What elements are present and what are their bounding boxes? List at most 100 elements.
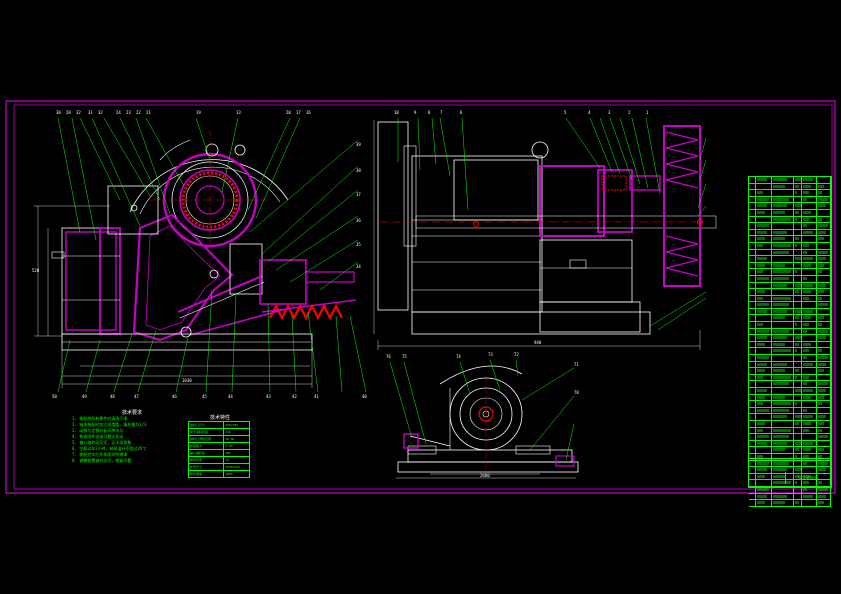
bom-entry: [803, 191, 810, 195]
bom-entry: [817, 421, 824, 425]
bom-entry: [803, 415, 814, 419]
bom-entry: [803, 263, 812, 267]
bom-row: [749, 209, 831, 217]
callout-top-right-1: 9: [414, 110, 417, 115]
bom-entry: [803, 474, 812, 478]
bom-entry: [756, 441, 767, 445]
bom-entry: [772, 276, 789, 280]
callout-bottom-9: 41: [314, 394, 319, 399]
bom-entry: [772, 336, 787, 340]
bom-cell: [794, 401, 803, 407]
callout-bottom-0: 50: [52, 394, 57, 399]
bom-row: [749, 256, 831, 263]
bom-row: [749, 308, 831, 316]
bom-cell: [802, 420, 817, 427]
bom-cell: [794, 289, 803, 295]
bom-cell: [794, 453, 803, 460]
bom-cell: [749, 460, 756, 467]
table-cell: 250×400: [223, 421, 250, 429]
bom-cell: [817, 381, 831, 387]
bom-cell: [772, 190, 794, 196]
bom-cell: [794, 460, 803, 467]
bom-entry: [817, 263, 824, 267]
bom-cell: [772, 361, 794, 368]
bom-cell: [756, 480, 772, 486]
bom-row: [749, 440, 831, 448]
bom-entry: [756, 474, 765, 478]
bom-row: [749, 341, 831, 349]
bom-cell: [749, 203, 756, 209]
note-line: 6. 空载试车2小时，轴承温升不超过35℃: [72, 446, 147, 451]
bom-cell: [756, 328, 772, 335]
bom-cell: [794, 434, 803, 440]
bom-cell: [802, 361, 817, 368]
bom-entry: [756, 389, 767, 392]
technical-notes: 技术要求 1. 装配前所有零件应清洗干净 2. 轴承装配时加注润滑脂，填充量为2…: [72, 410, 192, 464]
bom-row: [749, 203, 831, 210]
callout-top-left-5: 24: [116, 110, 121, 115]
bom-entry: [772, 494, 787, 498]
note-line: 5. 偏心轴转动灵活，无卡滞现象: [72, 440, 132, 445]
callout-top-left-11: 20: [286, 110, 291, 115]
callout-side-5: 34: [356, 264, 361, 269]
bom-cell: [802, 229, 817, 236]
callout-bottom-5: 45: [202, 394, 207, 399]
bom-entry: [817, 257, 826, 261]
bom-row: [749, 467, 831, 474]
bom-entry: [772, 178, 787, 181]
bom-row: [749, 275, 831, 283]
bom-cell: [749, 216, 756, 223]
bom-entry: [817, 217, 822, 221]
bom-entry: [817, 395, 824, 399]
bom-cell: [756, 394, 772, 401]
bom-cell: [756, 308, 772, 315]
bom-cell: [756, 315, 772, 322]
bom-row: [749, 216, 831, 224]
callout-bottom-10: 40: [362, 394, 367, 399]
bom-cell: [794, 414, 803, 420]
bom-cell: [817, 328, 831, 335]
bom-cell: [817, 420, 831, 427]
bom-cell: [794, 493, 803, 500]
bom-entry: [756, 237, 765, 241]
bom-cell: [756, 381, 772, 387]
bom-cell: [749, 177, 756, 183]
bom-cell: [772, 275, 794, 282]
bom-cell: [817, 229, 831, 236]
right-leaders: [397, 117, 707, 331]
bom-cell: [817, 289, 831, 295]
bom-row: [749, 229, 831, 237]
bom-entry: [794, 369, 799, 373]
bom-cell: [756, 493, 772, 500]
bom-cell: [756, 190, 772, 196]
bom-cell: [749, 473, 756, 480]
dim-height-left: 520: [32, 268, 40, 273]
bom-row: [749, 177, 831, 184]
bom-entry: [772, 217, 791, 221]
bom-entry: [756, 369, 765, 373]
bom-row: [749, 381, 831, 388]
bom-entry: [772, 461, 789, 465]
bom-cell: [817, 368, 831, 374]
bom-row: [749, 348, 831, 356]
bom-row: [749, 335, 831, 342]
bom-entry: [756, 395, 765, 399]
bom-cell: [802, 348, 817, 355]
bom-cell: [749, 302, 756, 308]
bom-cell: [802, 480, 817, 486]
bom-cell: [794, 196, 803, 203]
bom-entry: [794, 375, 797, 379]
bom-cell: [817, 190, 831, 196]
callout-top-left-1: 28: [66, 110, 71, 115]
title-block: 颚式破碎机: [748, 458, 832, 488]
bom-entry: [817, 369, 824, 373]
bom-entry: [803, 210, 812, 214]
callout-side-2: 37: [356, 192, 361, 197]
bom-cell: [749, 427, 756, 434]
bom-cell: [756, 203, 772, 209]
bom-cell: [817, 394, 831, 401]
table-cell: 处理能力: [187, 442, 225, 450]
bom-entry: [756, 204, 767, 208]
